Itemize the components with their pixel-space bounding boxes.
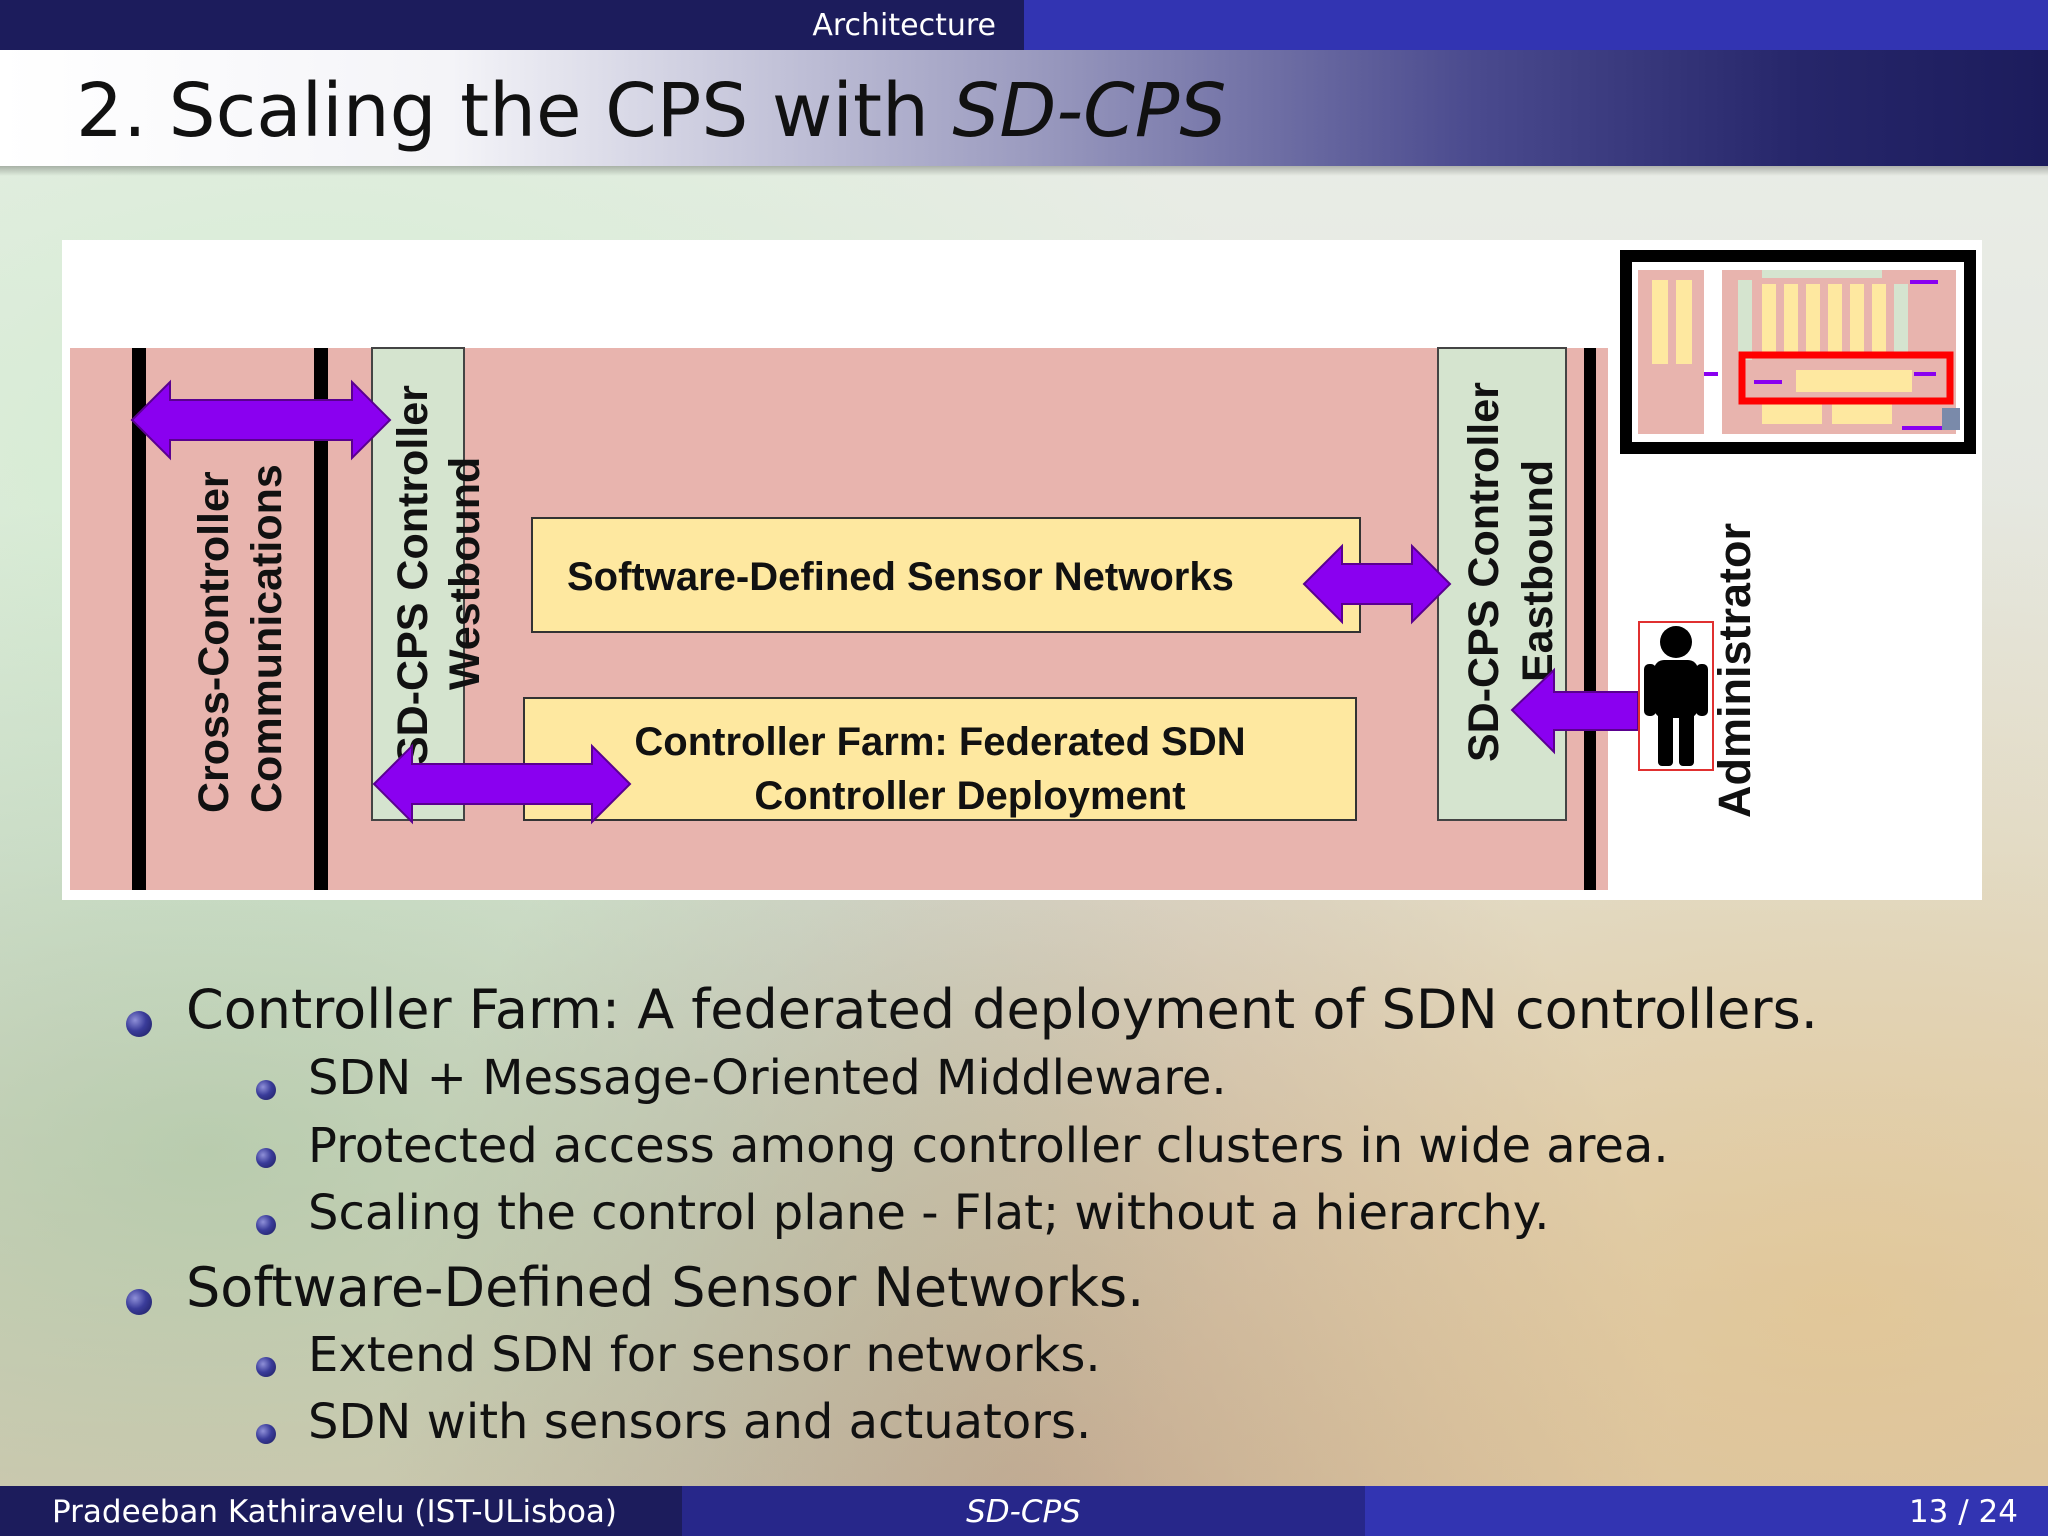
cross-controller-label-2: Communications	[243, 464, 291, 813]
sub-bullet-item: SDN with sensors and actuators.	[308, 1394, 1092, 1450]
sdsn-label: Software-Defined Sensor Networks	[567, 555, 1234, 599]
sub-bullet-marker	[256, 1148, 276, 1168]
divider-line-left	[132, 348, 146, 890]
sub-bullet-item: SDN + Message-Oriented Middleware.	[308, 1050, 1227, 1106]
administrator-label: Administrator	[1709, 523, 1760, 818]
title-band: 2.Scaling the CPS with SD-CPS	[0, 50, 2048, 176]
bullet-item: Controller Farm: A federated deployment …	[186, 978, 1818, 1041]
bullet-marker	[126, 1011, 152, 1037]
footer-author: Pradeeban Kathiravelu (IST-ULisboa)	[52, 1494, 618, 1530]
bullet-marker	[126, 1289, 152, 1315]
divider-line-mid	[314, 348, 328, 890]
footer-author-cell: Pradeeban Kathiravelu (IST-ULisboa)	[0, 1486, 682, 1536]
eastbound-label-1: SD-CPS Controller	[1460, 382, 1508, 762]
administrator-figure	[1644, 626, 1708, 766]
cross-controller-label-1: Cross-Controller	[190, 471, 238, 813]
cross-controller-arrow	[130, 379, 392, 461]
footer-page-cell: 13 / 24	[1365, 1486, 2048, 1536]
footer-title-cell: SD-CPS	[682, 1486, 1365, 1536]
footer-bar: Pradeeban Kathiravelu (IST-ULisboa) SD-C…	[0, 1486, 2048, 1536]
architecture-diagram: Cross-Controller Communications SD-CPS C…	[62, 240, 1982, 900]
title-emphasis: SD-CPS	[952, 68, 1227, 154]
sub-bullet-item: Scaling the control plane - Flat; withou…	[308, 1185, 1550, 1241]
sub-bullet-marker	[256, 1215, 276, 1235]
sub-bullet-item: Extend SDN for sensor networks.	[308, 1327, 1101, 1383]
minimap-thumbnail	[1620, 250, 1976, 454]
divider-line-right	[1584, 348, 1596, 890]
sub-bullet-marker	[256, 1424, 276, 1444]
administrator-highlight	[1638, 621, 1714, 771]
eastbound-arrow	[1302, 543, 1452, 625]
westbound-arrow	[372, 743, 632, 825]
westbound-label-2: Westbound	[441, 457, 489, 690]
farm-label-2: Controller Deployment	[754, 774, 1185, 818]
bullet-item: Software-Defined Sensor Networks.	[186, 1256, 1145, 1319]
section-label[interactable]: Architecture	[812, 8, 996, 43]
title-number: 2.	[76, 68, 147, 154]
sdsn-box	[531, 517, 1361, 633]
eastbound-label-2: Eastbound	[1514, 460, 1562, 682]
section-bar: Architecture	[0, 0, 2048, 50]
section-bar-right	[1024, 0, 2048, 50]
section-bar-left: Architecture	[0, 0, 1024, 50]
farm-label-1: Controller Farm: Federated SDN	[634, 720, 1245, 764]
page-title: 2.Scaling the CPS with SD-CPS	[76, 68, 1226, 154]
sub-bullet-item: Protected access among controller cluste…	[308, 1118, 1669, 1174]
footer-short-title: SD-CPS	[966, 1494, 1081, 1530]
title-text: Scaling the CPS with	[168, 68, 929, 154]
page-number: 13 / 24	[1908, 1494, 2018, 1530]
sub-bullet-marker	[256, 1357, 276, 1377]
controller-farm-box	[523, 697, 1357, 821]
westbound-label-1: SD-CPS Controller	[389, 385, 437, 765]
westbound-strip	[371, 347, 465, 821]
sub-bullet-marker	[256, 1080, 276, 1100]
